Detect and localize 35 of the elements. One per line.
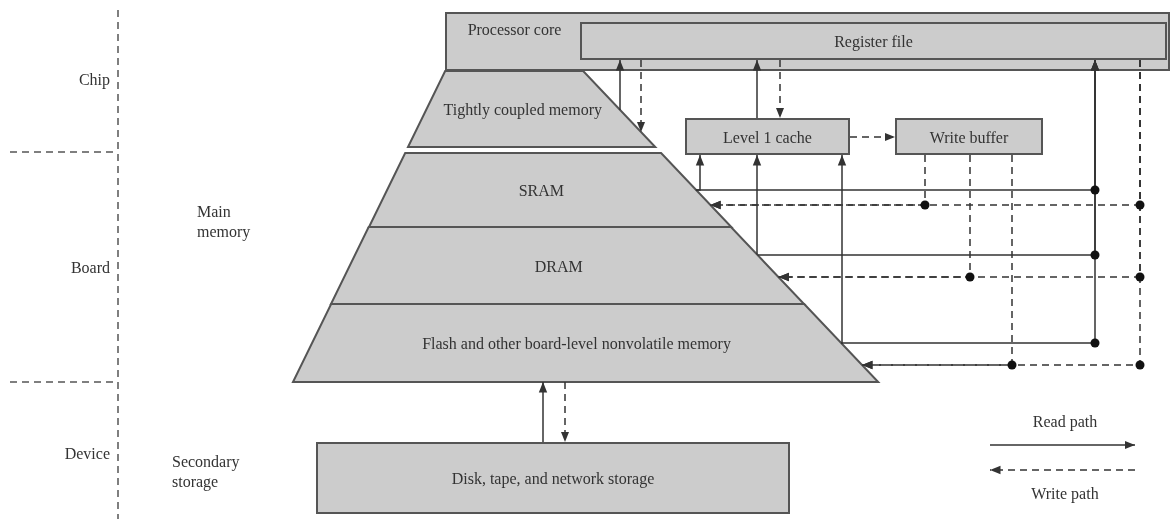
memory-band [368,153,731,227]
region-label: Secondary storage [172,452,241,492]
arrow [615,59,625,111]
node-label: Tightly coupled memory [442,99,603,119]
node-label: Register file [833,31,914,51]
memory-band [292,304,879,382]
legend-label: Read path [1031,412,1099,432]
register-box [580,22,1167,60]
buffer-box [895,118,1043,155]
arrow [837,154,847,345]
arrow [752,154,762,256]
node-label: Disk, tape, and network storage [450,468,656,488]
memory-band [331,227,805,304]
region-label: Device [63,444,110,464]
node-label: Write buffer [928,127,1010,146]
node-label: Processor core [466,20,563,39]
region-label: Main memory [197,202,252,242]
node-label: SRAM [517,180,565,200]
arrow [861,59,1141,370]
cache-box [685,118,850,155]
node-label: DRAM [533,256,584,275]
arrow [849,132,896,142]
storage-box [316,442,790,514]
arrow [775,59,785,119]
arrow [636,59,646,133]
arrow [538,381,548,443]
node-label: Flash and other board-level nonvolatile memory [421,333,732,353]
region-label: Board [69,258,110,278]
legend-label: Write path [1030,484,1100,504]
arrow [840,59,1100,344]
arrow [752,59,762,119]
arrow [695,154,705,191]
node-label: Level 1 cache [722,127,813,146]
arrow [560,381,570,443]
region-label: Chip [77,70,110,90]
